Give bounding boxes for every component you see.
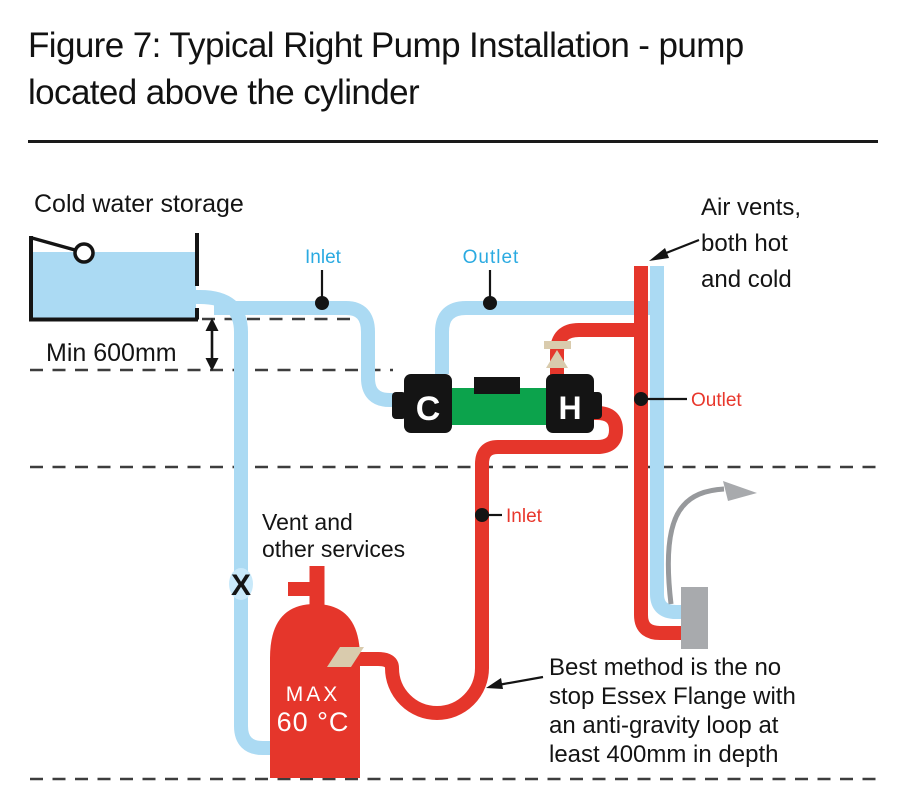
tank-left-bottom-wall xyxy=(29,236,198,322)
pump-cold-head xyxy=(404,374,452,433)
pump-hot-head xyxy=(546,374,594,433)
hot-vent-shower-pipe xyxy=(634,266,682,640)
hot-pipes xyxy=(288,266,682,720)
vent-services-label-line2: other services xyxy=(262,536,405,562)
best-method-label-line1: Best method is the no xyxy=(549,654,781,681)
air-vents-arrow-shaft xyxy=(660,238,700,257)
cold-inlet-label: Inlet xyxy=(305,247,342,268)
tank-label: Cold water storage xyxy=(34,190,244,218)
cylinder-body xyxy=(270,604,360,778)
cylinder-max-label: MAX xyxy=(286,683,341,706)
hot-inlet-label: Inlet xyxy=(506,506,543,527)
hot-water-cylinder xyxy=(270,604,360,778)
cold-vent-shower-pipe xyxy=(650,266,682,619)
essex-flange xyxy=(327,647,364,667)
leader-dots xyxy=(315,296,648,522)
cylinder-temp-label: 60 °C xyxy=(277,707,350,737)
cold-pump-outlet-pipe xyxy=(435,301,657,374)
dimension-arrowhead-down xyxy=(205,358,219,371)
best-method-arrow-shaft xyxy=(497,675,544,687)
float-valve-arm xyxy=(31,236,76,252)
cold-inlet-dot xyxy=(315,296,329,310)
hot-inlet-antigravity-loop-pipe xyxy=(346,406,624,720)
valve-body xyxy=(229,568,253,600)
best-method-label-line3: an anti-gravity loop at xyxy=(549,712,779,739)
hot-outlet-label: Outlet xyxy=(691,390,742,411)
check-valve-arrow xyxy=(546,350,568,368)
cold-pipes xyxy=(193,266,682,755)
cold-outlet-dot xyxy=(483,296,497,310)
air-vents-label-line3: and cold xyxy=(701,266,792,293)
air-vents-label-line2: both hot xyxy=(701,230,788,257)
black-labels: Cold water storage Min 600mm Air vents, … xyxy=(34,190,801,768)
pump-switch-box xyxy=(474,377,520,394)
shower-spray-arrowhead xyxy=(723,481,757,501)
best-method-arrowhead xyxy=(486,678,503,689)
check-valve-bar xyxy=(544,341,571,349)
hot-outlet-dot xyxy=(634,392,648,406)
best-method-label-line2: stop Essex Flange with xyxy=(549,683,796,710)
cold-feed-drop-pipe xyxy=(193,290,292,755)
annotation-arrows xyxy=(486,238,700,689)
best-method-label-line4: least 400mm in depth xyxy=(549,741,778,768)
cold-feed-valve: X xyxy=(229,568,253,602)
cold-outlet-label: Outlet xyxy=(463,247,520,268)
cold-water-tank xyxy=(29,233,199,322)
pump-hot-port xyxy=(588,392,602,419)
cold-pump-inlet-pipe xyxy=(214,301,404,407)
float-valve-ball xyxy=(73,242,95,264)
valve-x-marker: X xyxy=(231,569,251,602)
dimension-arrowhead-up xyxy=(205,318,219,331)
shower-spray-arrow-curve xyxy=(665,486,725,605)
tank-water xyxy=(33,252,196,319)
pump-cold-letter: C xyxy=(416,390,441,428)
shower-pump: C H xyxy=(392,374,602,433)
shower-outlet xyxy=(665,481,757,649)
pump-hot-letter: H xyxy=(558,390,581,426)
leader-lines xyxy=(320,270,687,517)
beige-fittings xyxy=(327,341,571,667)
figure-title-line2: located above the cylinder xyxy=(28,73,420,112)
title-divider xyxy=(28,140,878,143)
pump-cold-port xyxy=(392,392,406,419)
vent-services-label-line1: Vent and xyxy=(262,509,353,535)
min-head-dimension-arrow xyxy=(205,318,219,371)
pump-body xyxy=(450,388,548,425)
min-head-label: Min 600mm xyxy=(46,339,177,367)
shower-mixer xyxy=(681,587,708,649)
air-vents-label-line1: Air vents, xyxy=(701,194,801,221)
air-vents-arrowhead xyxy=(649,248,669,261)
figure-title: Figure 7: Typical Right Pump Installatio… xyxy=(28,22,888,116)
figure-title-line1: Figure 7: Typical Right Pump Installatio… xyxy=(28,26,744,65)
hot-inlet-dot xyxy=(475,508,489,522)
